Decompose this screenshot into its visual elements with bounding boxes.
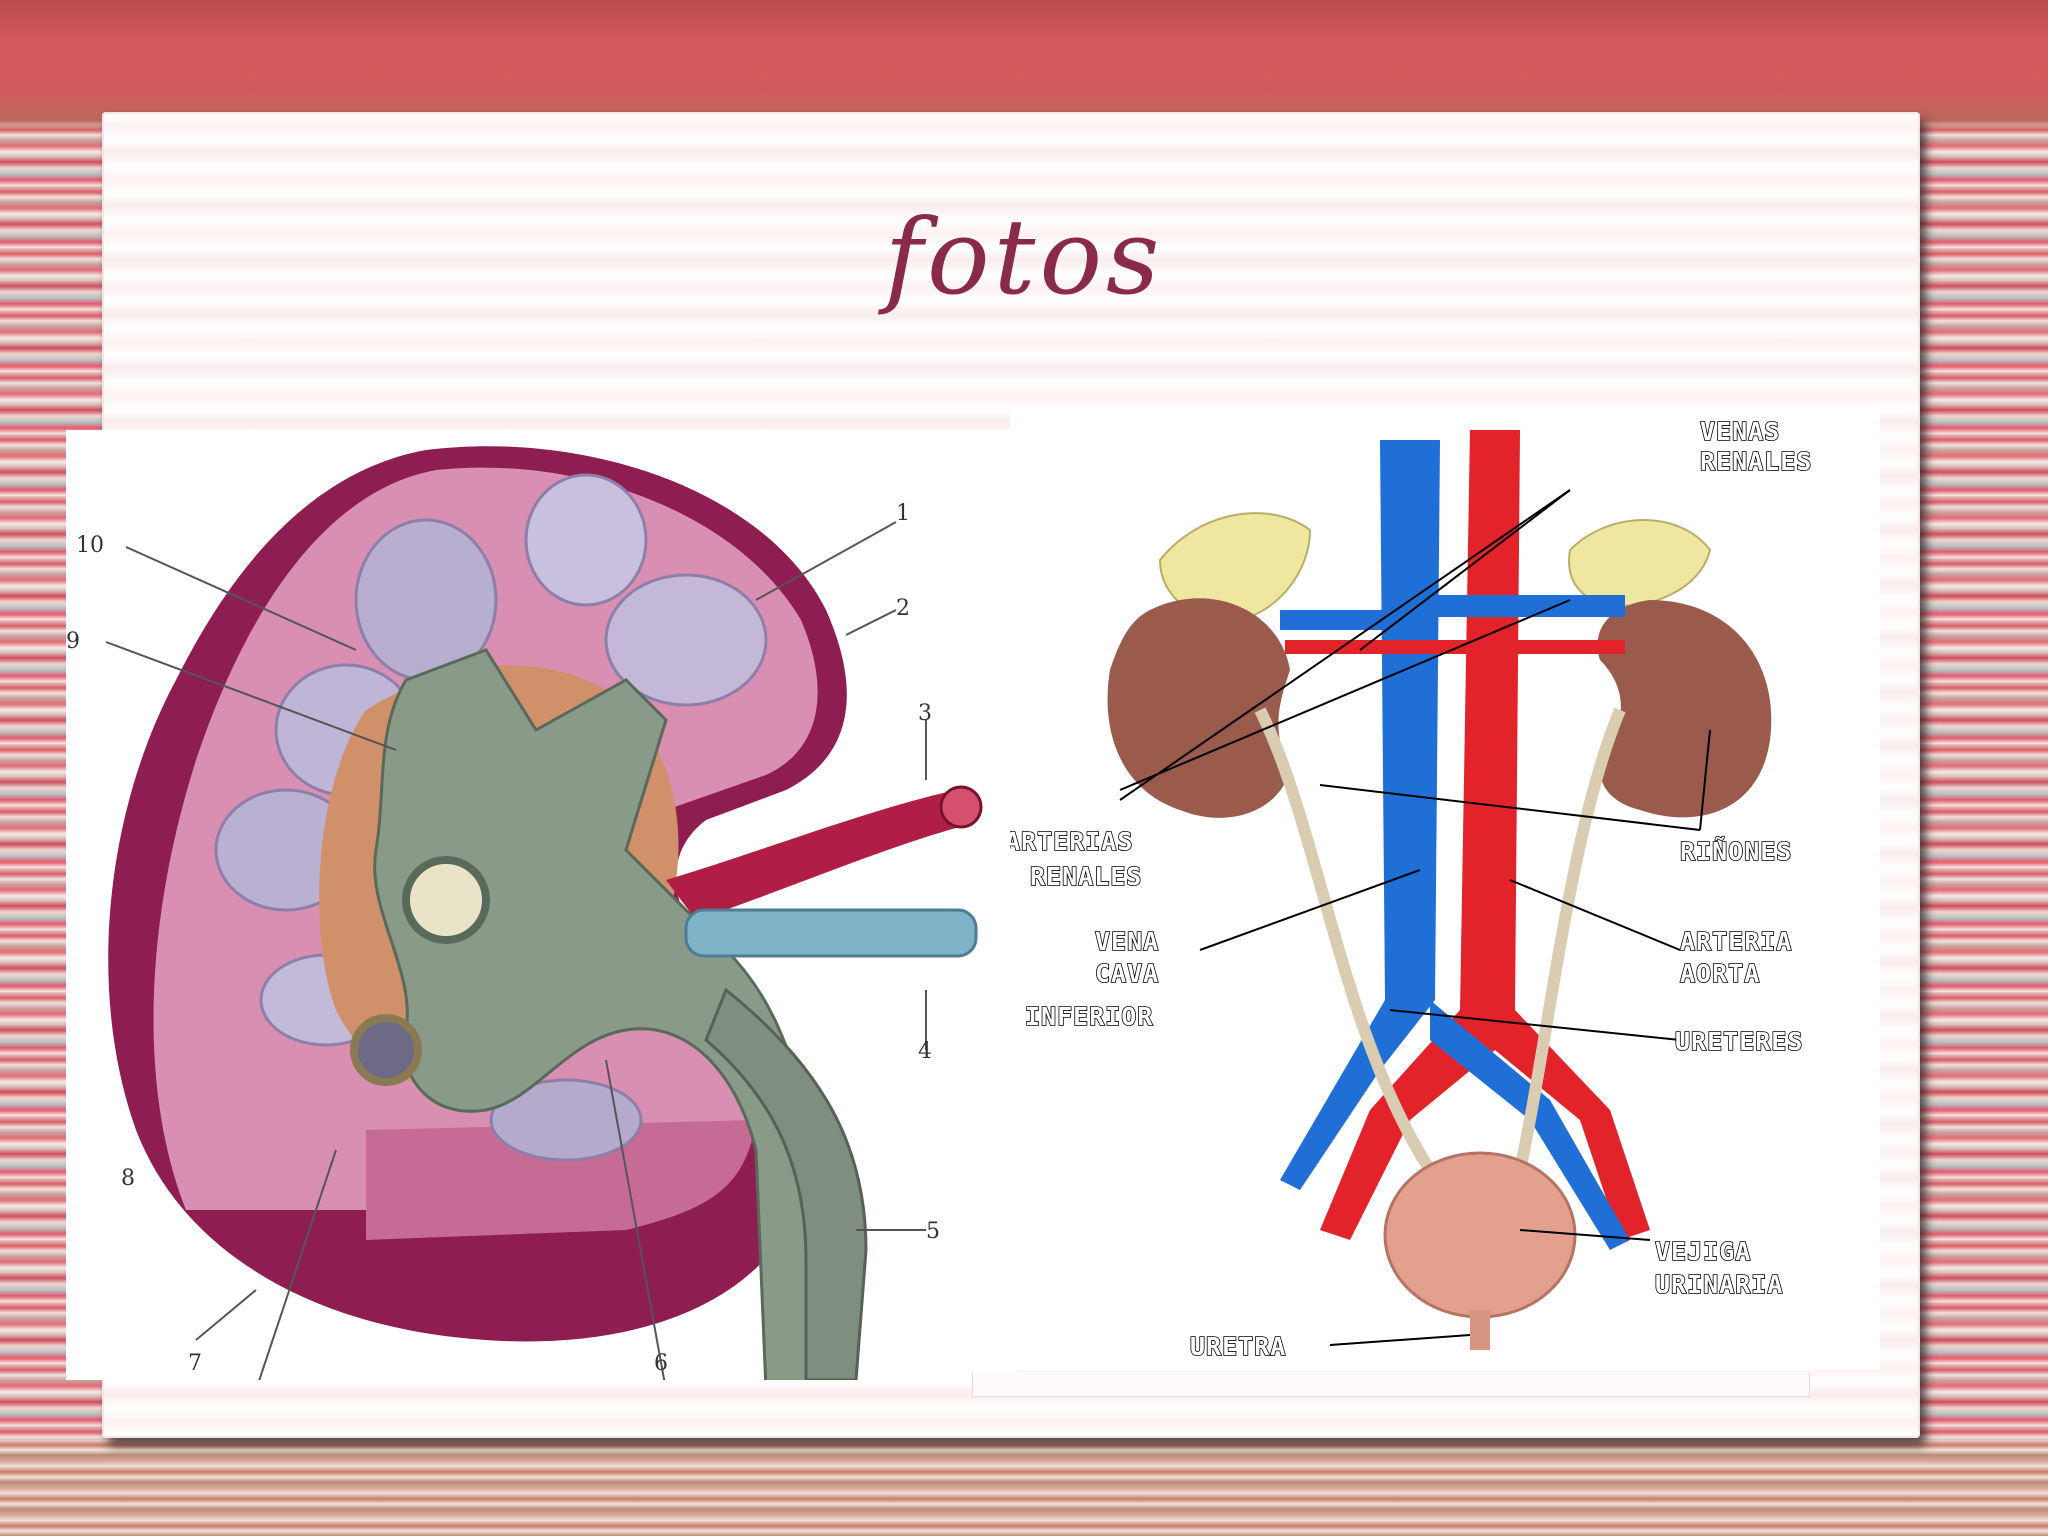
label-arterias-renales-1: ARTERIAS [1010, 827, 1133, 856]
kidney-label-7: 7 [188, 1351, 202, 1376]
slide-title: fotos [884, 196, 1164, 318]
kidney-label-10: 10 [76, 533, 104, 558]
left-ureter [1254, 707, 1436, 1174]
left-renal-vein [1280, 610, 1390, 630]
right-kidney [1597, 600, 1772, 818]
right-adrenal-gland [1568, 519, 1712, 607]
label-vejiga-2: URINARIA [1655, 1270, 1783, 1299]
label-arteria-aorta-1: ARTERIA [1680, 927, 1792, 956]
urinary-leader-lines [1119, 489, 1711, 1346]
right-renal-vein [1435, 595, 1625, 617]
kidney-label-2: 2 [896, 596, 910, 621]
label-venas-renales-1: VENAS [1700, 417, 1780, 446]
right-iliac-vein [1430, 1000, 1630, 1250]
kidney-label-6: 6 [654, 1351, 668, 1376]
renal-artery [666, 790, 966, 920]
right-renal-artery [1515, 640, 1625, 654]
kidney-label-4: 4 [918, 1039, 932, 1064]
left-renal-artery [1285, 640, 1475, 654]
label-vejiga-1: VEJIGA [1655, 1237, 1751, 1266]
vena-cava [1280, 440, 1440, 1190]
artery-opening [939, 785, 983, 829]
kidney-label-5: 5 [926, 1219, 940, 1244]
urethra [1470, 1310, 1490, 1350]
label-vena-cava-1: VENA [1095, 927, 1159, 956]
renal-vein [684, 908, 978, 958]
kidney-label-9: 9 [66, 629, 80, 654]
label-uretra: URETRA [1190, 1332, 1286, 1361]
urinary-system-drawing: VENAS RENALES ARTERIAS RENALES RIÑONES V… [1004, 416, 1812, 1362]
label-rinones: RIÑONES [1680, 837, 1792, 866]
label-arteria-aorta-2: AORTA [1680, 959, 1760, 988]
minor-calyx-section [402, 856, 490, 944]
label-arterias-renales-2: RENALES [1030, 862, 1142, 891]
kidney-section-drawing: 1 2 3 4 5 6 7 8 9 10 [66, 446, 983, 1392]
leader-lines [105, 521, 927, 1391]
minor-calyx-section-2 [350, 1014, 422, 1086]
aorta [1320, 430, 1650, 1240]
kidney-label-3: 3 [918, 701, 932, 726]
label-vena-cava-3: INFERIOR [1025, 1002, 1153, 1031]
label-venas-renales-2: RENALES [1700, 447, 1812, 476]
kidney-label-8: 8 [121, 1166, 135, 1191]
kidney-label-1: 1 [896, 501, 910, 526]
label-ureteres: URETERES [1675, 1027, 1803, 1056]
right-ureter [1514, 707, 1626, 1172]
left-kidney [1107, 598, 1290, 818]
image-frame-edge [972, 1372, 1810, 1397]
urinary-system-image: VENAS RENALES ARTERIAS RENALES RIÑONES V… [1004, 410, 1880, 1370]
label-vena-cava-2: CAVA [1095, 959, 1159, 988]
kidney-section-image: 1 2 3 4 5 6 7 8 9 10 [66, 430, 1016, 1392]
bladder [1383, 1151, 1577, 1319]
background-stripes-bottom [0, 1440, 2048, 1536]
kidney-lower-cortex [366, 1120, 756, 1240]
